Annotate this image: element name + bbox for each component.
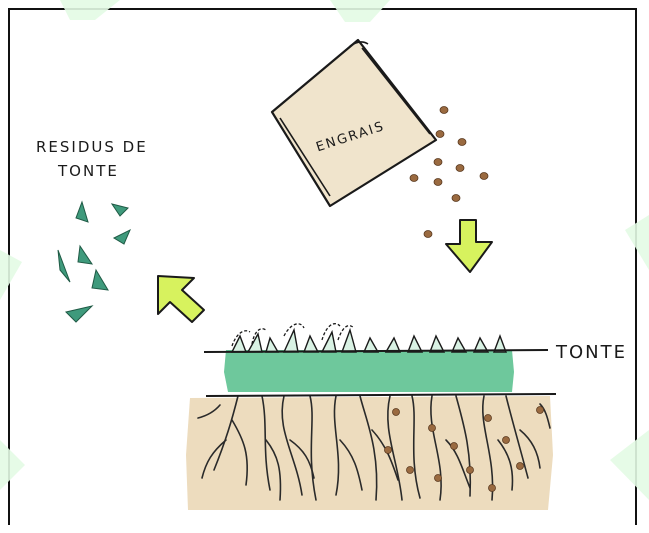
residue-label-line1: RESIDUS DE xyxy=(36,138,148,156)
soil xyxy=(186,396,553,510)
soil-granules xyxy=(384,406,544,492)
watermark xyxy=(0,0,649,500)
arrow-down-icon xyxy=(445,219,493,273)
grass-strip xyxy=(224,350,514,392)
roots xyxy=(197,395,551,501)
arrow-up-left-icon xyxy=(157,275,205,323)
grass-blades xyxy=(230,327,508,353)
cut-tips xyxy=(231,323,355,347)
residue-label-line2: TONTE xyxy=(57,162,119,180)
mowing-line xyxy=(203,349,549,353)
mowing-label: TONTE xyxy=(555,342,627,363)
soil-surface-line xyxy=(205,393,557,397)
falling-granules xyxy=(409,106,489,238)
grass-clippings xyxy=(57,200,131,323)
fertilizer-bag-icon: ENGRAIS xyxy=(270,38,438,208)
